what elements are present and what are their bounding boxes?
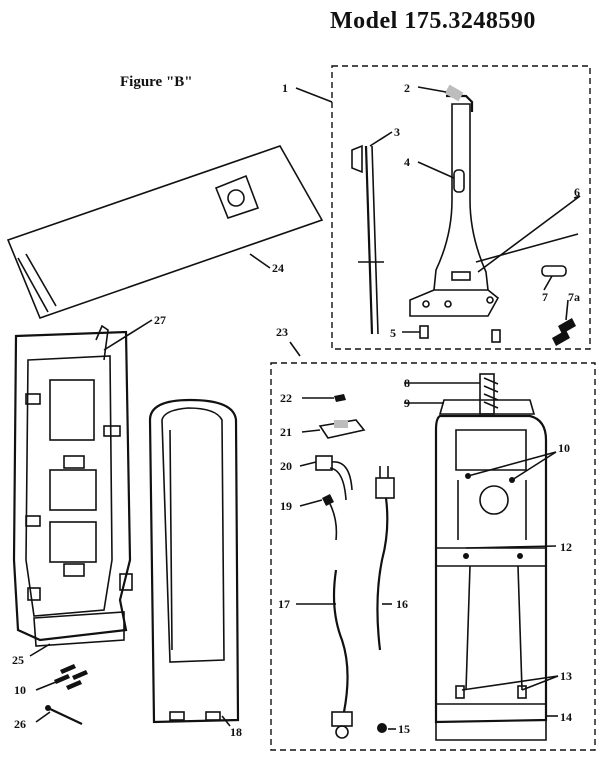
clip-part <box>541 265 567 277</box>
callout-25: 25 <box>12 653 24 667</box>
body-group-box <box>270 362 596 751</box>
dust-bag-part <box>6 145 324 320</box>
callout-6: 6 <box>574 185 580 199</box>
callout-4: 4 <box>404 155 410 169</box>
screw-part <box>475 233 579 263</box>
leader-lines <box>29 86 581 730</box>
switch-21-part <box>318 419 366 439</box>
callout-20: 20 <box>280 459 292 473</box>
callout-1: 1 <box>282 81 288 95</box>
callout-21: 21 <box>280 425 292 439</box>
screws-10-part <box>54 664 88 690</box>
callout-5: 5 <box>390 326 396 340</box>
callout-26: 26 <box>14 717 26 731</box>
callout-22: 22 <box>280 391 292 405</box>
nut-15-part <box>377 723 387 733</box>
screw-7a-part <box>558 318 576 334</box>
screw-7a-part <box>552 330 570 346</box>
model-title: Model 175.3248590 <box>330 8 536 34</box>
front-cover-part <box>148 398 240 724</box>
callout-18: 18 <box>230 725 242 739</box>
cord-hook-part <box>351 144 384 335</box>
callout-9: 9 <box>404 396 410 410</box>
callout-7: 7 <box>542 290 548 304</box>
handle-group-box <box>331 65 591 350</box>
callout-19: 19 <box>280 499 292 513</box>
switch-20-part <box>315 455 353 501</box>
callout-15: 15 <box>398 722 410 736</box>
callout-24: 24 <box>272 261 284 275</box>
callout-3: 3 <box>394 125 400 139</box>
callout-14: 14 <box>560 710 572 724</box>
callout-23: 23 <box>276 325 288 339</box>
screw-part <box>477 195 581 273</box>
handle-part <box>409 84 500 317</box>
callout-10: 10 <box>558 441 570 455</box>
callout-13: 13 <box>560 669 572 683</box>
figure-label: Figure "B" <box>120 74 193 90</box>
callout-16: 16 <box>396 597 408 611</box>
pin-22-part <box>334 394 346 402</box>
cord-17-part <box>331 569 353 739</box>
rear-housing-part <box>12 324 133 647</box>
callout-27: 27 <box>154 313 166 327</box>
callout-2: 2 <box>404 81 410 95</box>
callout-10-left: 10 <box>14 683 26 697</box>
fastener-part <box>491 329 501 343</box>
cord-16-part <box>375 466 395 651</box>
callout-7a: 7a <box>568 290 580 304</box>
motor-housing-part <box>434 373 548 741</box>
callout-8: 8 <box>404 376 410 390</box>
callout-12: 12 <box>560 540 572 554</box>
terminal-19-part <box>322 494 338 541</box>
fastener-part <box>419 325 429 339</box>
rod-26-part <box>45 705 83 725</box>
callout-17: 17 <box>278 597 290 611</box>
